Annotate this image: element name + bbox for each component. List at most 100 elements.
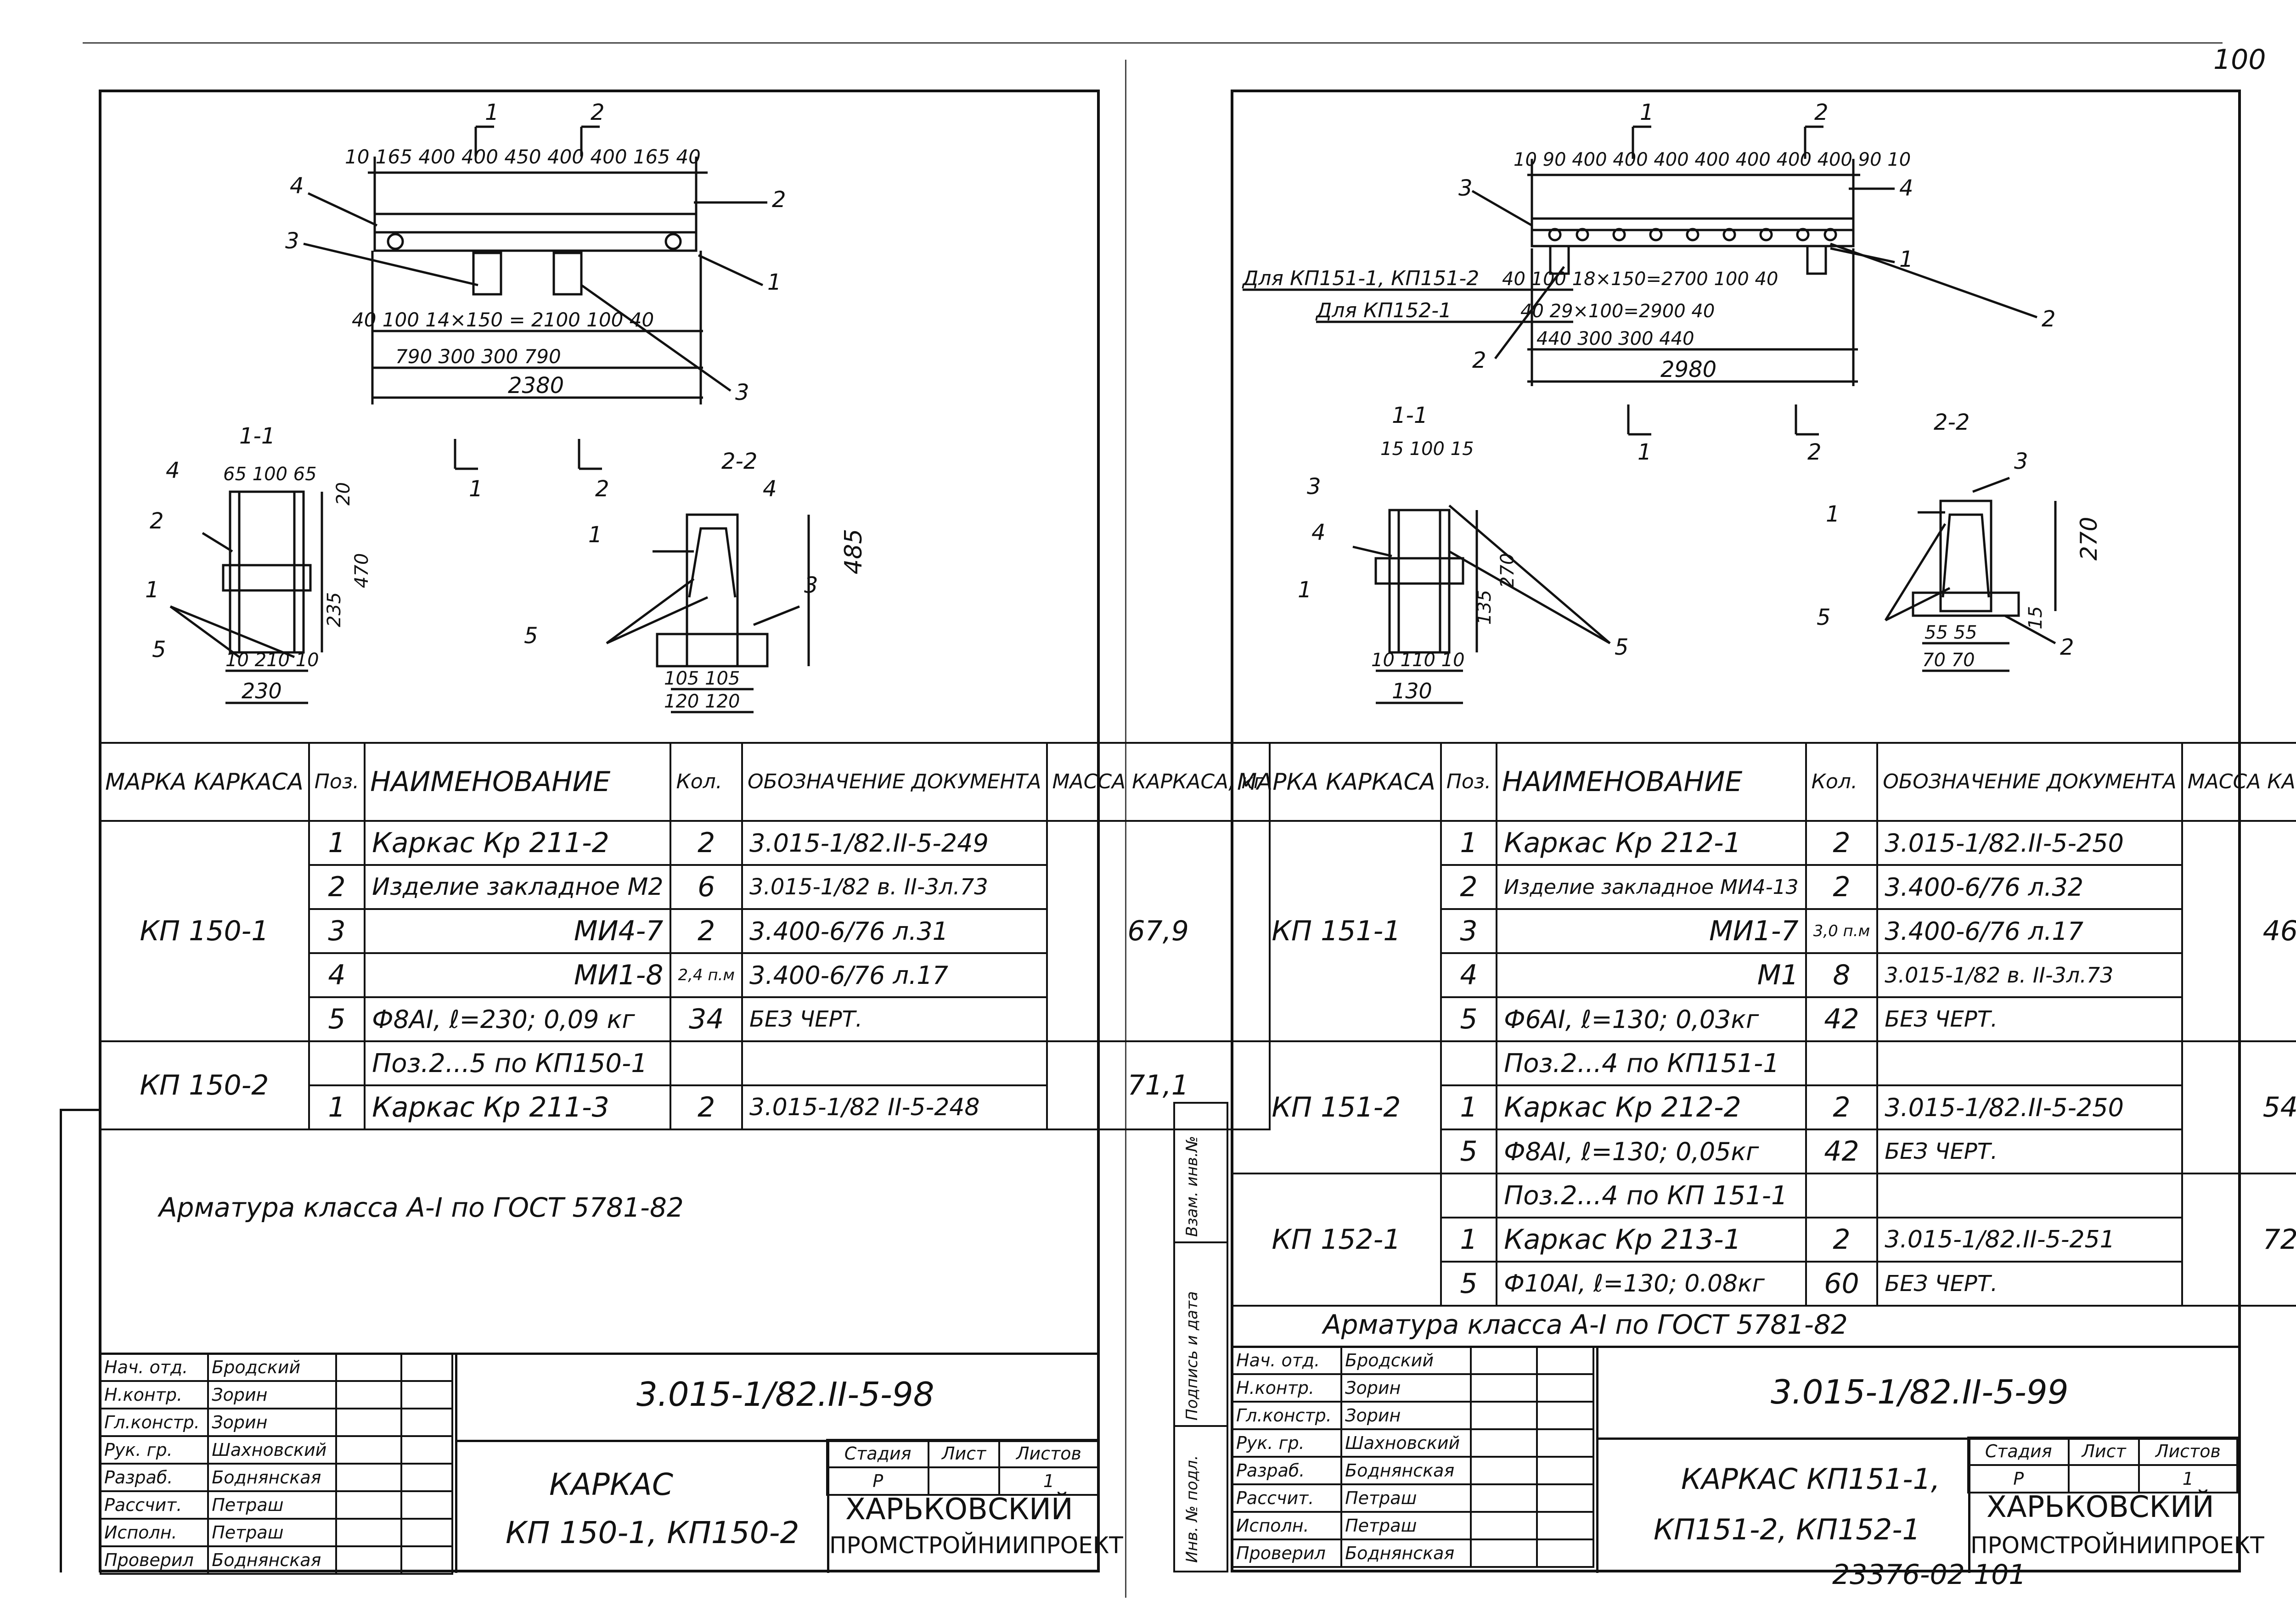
svg-text:1: 1: [1298, 577, 1312, 603]
right-spec-h-doc: ОБОЗНАЧЕНИЕ ДОКУМЕНТА: [1876, 742, 2183, 822]
bottom-stamp: 23376-02 101: [1832, 1559, 2026, 1591]
svg-text:3: 3: [285, 228, 299, 254]
left-spec-pos: [308, 1040, 366, 1086]
svg-text:1: 1: [1638, 439, 1652, 465]
svg-text:120 120: 120 120: [664, 691, 740, 712]
svg-text:5: 5: [1817, 605, 1831, 630]
left-titleblock-top: [101, 1353, 1098, 1355]
left-cut-marker-2: [580, 125, 600, 157]
svg-text:2: 2: [772, 187, 786, 213]
svg-text:10 90 400 400 400 400 400 400: 10 90 400 400 400 400 400 400 400 90 10: [1514, 149, 1911, 170]
right-spec-h-mark: МАРКА КАРКАСА: [1231, 742, 1442, 822]
svg-text:270: 270: [1497, 553, 1518, 588]
left-spec-name: МИ1-8: [364, 952, 672, 998]
svg-text:4: 4: [1311, 520, 1326, 545]
left-note: Арматура класса А-I по ГОСТ 5781-82: [159, 1192, 684, 1223]
right-spec-qty: 42: [1805, 1129, 1879, 1174]
right-spec-pos: 1: [1440, 820, 1498, 866]
left-spec-doc: БЕЗ ЧЕРТ.: [741, 996, 1048, 1042]
svg-text:40 29×100=2900 40: 40 29×100=2900 40: [1520, 301, 1715, 322]
left-spec-qty: 2,4 п.м: [670, 952, 743, 998]
left-spec-name: Ф8АI, ℓ=230; 0,09 кг: [364, 996, 672, 1042]
right-spec-doc: 3.015-1/82.II-5-250: [1876, 1084, 2183, 1130]
svg-text:1: 1: [145, 577, 159, 603]
right-label-b: Для КП152-1: [1315, 299, 1452, 322]
right-spec-name: Поз.2...4 по КП 151-1: [1496, 1173, 1807, 1218]
svg-text:470: 470: [351, 553, 372, 588]
left-spec-qty: 6: [670, 864, 743, 910]
left-spec-h-name: НАИМЕНОВАНИЕ: [364, 742, 672, 822]
right-spec-name: Ф8АI, ℓ=130; 0,05кг: [1496, 1129, 1807, 1174]
left-section2-title: 2-2: [721, 449, 757, 474]
svg-text:5: 5: [524, 623, 538, 649]
svg-text:1: 1: [1640, 100, 1654, 125]
right-title-line1: КАРКАС КП151-1,: [1681, 1462, 1940, 1496]
left-spec-pos: 1: [308, 1084, 366, 1130]
right-spec-pos: 5: [1440, 996, 1498, 1042]
left-spec-qty: 2: [670, 908, 743, 954]
right-spec-qty: 60: [1805, 1261, 1879, 1307]
right-spec-mark: КП 151-2: [1231, 1040, 1442, 1174]
svg-text:105 105: 105 105: [664, 668, 740, 689]
svg-text:4: 4: [290, 173, 304, 199]
right-spec-mass: 72,1: [2181, 1173, 2296, 1307]
left-spec-pos: 3: [308, 908, 366, 954]
svg-text:270: 270: [2076, 517, 2102, 561]
svg-text:10 165 400 400 450 400 400 165: 10 165 400 400 450 400 400 165 40: [345, 146, 701, 168]
right-note: Арматура класса А-I по ГОСТ 5781-82: [1323, 1309, 1848, 1340]
left-spec-name: Каркас Кр 211-2: [364, 820, 672, 866]
left-section1-title: 1-1: [239, 423, 275, 449]
right-spec-doc: 3.400-6/76 л.17: [1876, 908, 2183, 954]
left-spec-qty: [670, 1040, 743, 1086]
right-spec-doc: БЕЗ ЧЕРТ.: [1876, 1261, 2183, 1307]
left-spec-name: Изделие закладное М2: [364, 864, 672, 910]
left-cut-marker-1: [474, 125, 494, 157]
svg-text:1: 1: [485, 100, 499, 125]
left-spec-doc: 3.015-1/82.II-5-249: [741, 820, 1048, 866]
left-spec-h-mark: МАРКА КАРКАСА: [99, 742, 310, 822]
right-spec-pos: 2: [1440, 864, 1498, 910]
svg-text:5: 5: [152, 637, 166, 663]
left-doc-code: 3.015-1/82.II-5-98: [636, 1375, 934, 1414]
right-spec-doc: БЕЗ ЧЕРТ.: [1876, 1129, 2183, 1174]
svg-text:3: 3: [804, 573, 818, 598]
right-spec-doc: 3.015-1/82.II-5-250: [1876, 820, 2183, 866]
right-section1-title: 1-1: [1392, 403, 1428, 428]
right-spec-qty: 2: [1805, 1084, 1879, 1130]
right-titleblock-top: [1233, 1346, 2239, 1348]
right-cut-marker-1: [1632, 125, 1651, 159]
right-spec-pos: 3: [1440, 908, 1498, 954]
right-spec-qty: 42: [1805, 996, 1879, 1042]
svg-text:1: 1: [767, 270, 782, 295]
right-spec-name: МИ1-7: [1496, 908, 1807, 954]
svg-text:4: 4: [763, 476, 777, 502]
right-spec-pos: 1: [1440, 1084, 1498, 1130]
right-spec-h-qty: Кол.: [1805, 742, 1879, 822]
right-spec-name: Каркас Кр 212-2: [1496, 1084, 1807, 1130]
svg-text:3: 3: [1458, 175, 1473, 201]
right-spec-qty: [1805, 1173, 1879, 1218]
svg-text:130: 130: [1392, 679, 1432, 703]
svg-text:4: 4: [1899, 175, 1913, 201]
svg-text:10 210 10: 10 210 10: [225, 650, 319, 671]
right-spec-qty: 3,0 п.м: [1805, 908, 1879, 954]
right-spec-qty: [1805, 1040, 1879, 1086]
left-spec-qty: 2: [670, 1084, 743, 1130]
right-spec-mass: 46,7: [2181, 820, 2296, 1042]
right-plan-body: [1531, 217, 1855, 247]
left-spec-doc: 3.400-6/76 л.31: [741, 908, 1048, 954]
svg-text:1: 1: [1826, 501, 1840, 527]
left-org-line1: ХАРЬКОВСКИЙ: [845, 1493, 1073, 1527]
svg-text:2: 2: [2060, 634, 2074, 660]
right-spec-doc: 3.400-6/76 л.32: [1876, 864, 2183, 910]
right-spec-name: М1: [1496, 952, 1807, 998]
left-spec-h-qty: Кол.: [670, 742, 743, 822]
svg-text:65 100 65: 65 100 65: [223, 464, 317, 485]
left-spec-h-doc: ОБОЗНАЧЕНИЕ ДОКУМЕНТА: [741, 742, 1048, 822]
svg-text:485: 485: [840, 529, 867, 574]
right-spec-pos: 5: [1440, 1261, 1498, 1307]
